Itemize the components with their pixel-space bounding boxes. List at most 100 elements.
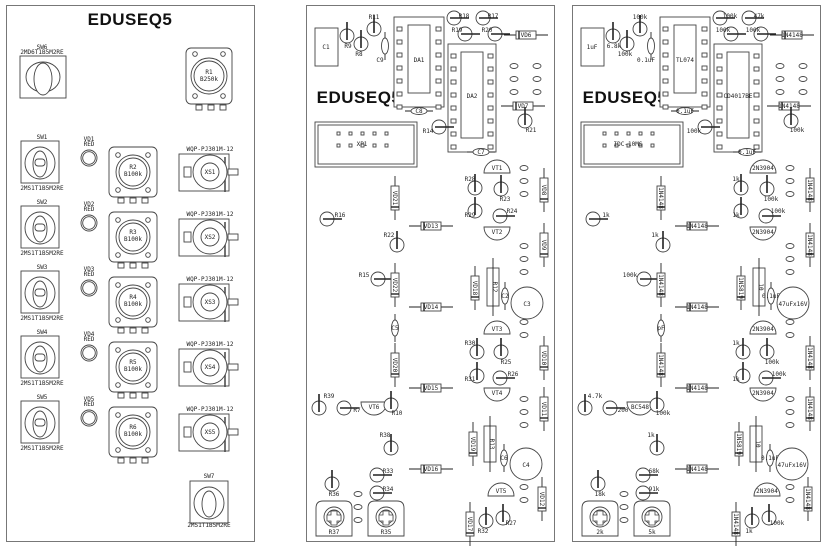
cap-label: C3 [523, 301, 531, 308]
resistor-R20: R20 [482, 26, 510, 42]
switch-ref: SW1 [37, 134, 48, 141]
pad [353, 491, 363, 497]
diode-VD10: 1N4148 [805, 336, 815, 380]
toggle-lever-icon [201, 490, 217, 518]
diode-body [803, 486, 813, 512]
resistor-R28: 1k [732, 174, 749, 196]
mount-hole [145, 382, 151, 388]
cap-label: 1uF [587, 44, 598, 51]
ic-pin [753, 105, 760, 111]
resistor-label: R39 [324, 393, 335, 400]
resistor-R30: 1k [732, 338, 751, 360]
ic-pin [753, 131, 760, 137]
cap-label: pF [657, 325, 665, 332]
resistor-R9: R9 [339, 22, 355, 50]
resistor-label: 100k [656, 410, 671, 417]
transistor-VT3: 2N3904 [749, 320, 777, 335]
cap-body [580, 27, 605, 67]
ic-pin [716, 118, 723, 124]
resistor-label: 47k [754, 13, 765, 20]
cap-body [647, 37, 655, 55]
led-color: RED [84, 141, 95, 148]
cap-label: 0.1uF [637, 57, 655, 64]
cap-label: C8 [415, 108, 423, 115]
diode-VD16: 1N4148 [675, 464, 719, 474]
cap-C3: C3 [510, 286, 544, 320]
cap-C2: C2 [501, 282, 509, 310]
mount-hole [145, 252, 151, 258]
switch-part: 2MS1T1B5M2RE [20, 315, 64, 322]
transistor-label: VT2 [492, 229, 503, 236]
transistor-label: VT6 [369, 404, 380, 411]
ic-pin [396, 39, 403, 45]
cap-body [676, 107, 694, 115]
header-pin [348, 143, 353, 148]
pot-ref: R5 [129, 359, 137, 366]
cap-label: 47uFx16V [778, 462, 807, 469]
cap-label: C6 [500, 455, 508, 462]
pad [519, 422, 529, 428]
pad [509, 63, 519, 69]
cap-body [314, 27, 339, 67]
ic-pin [450, 66, 457, 72]
jack-hole [200, 292, 220, 312]
cap-C3: 47uFx16V [776, 286, 810, 320]
transistor-label: 2N3904 [756, 488, 778, 495]
diode-VD22: 1N4148 [656, 263, 666, 307]
led-ref: VD5 [84, 396, 95, 403]
resistor-label: R21 [526, 127, 537, 134]
diode-VD13: 1N4148 [675, 221, 719, 231]
pot-pin [141, 392, 149, 399]
cap-C4: C4 [509, 447, 543, 481]
resistor-label: R25 [501, 359, 512, 366]
resistor-R38: 1k [647, 432, 665, 456]
cap-body [767, 287, 775, 305]
led-ref: VD2 [84, 201, 95, 208]
diode-label: 1N4148 [732, 513, 739, 535]
mount-hole [145, 282, 151, 288]
resistor-R33: 68k [635, 467, 660, 483]
resistor-label: 18k [595, 491, 606, 498]
pad [785, 243, 795, 249]
diode-body [390, 352, 400, 378]
ic-pin [396, 65, 403, 71]
pad [509, 89, 519, 95]
pot-knob-inner [118, 417, 148, 447]
ic-pin [450, 105, 457, 111]
ic-DA2: CD4017BE [713, 43, 763, 153]
ic-pin [435, 104, 442, 110]
diode-body [736, 275, 746, 301]
mount-hole [115, 317, 121, 323]
diode-label: VD22 [391, 278, 398, 293]
header-pin [602, 143, 607, 148]
cap-label: C1 [322, 44, 330, 51]
resistor-label: 200 [618, 407, 629, 414]
resistor-label: R24 [507, 208, 518, 215]
resistor-R34: R34 [369, 485, 394, 501]
resistor-R19: R19 [452, 26, 480, 42]
diode-VD19: VD19 [468, 422, 478, 466]
pot-pin [129, 262, 137, 269]
cap-body [775, 447, 809, 481]
resistor-label: R8 [355, 51, 363, 58]
transistor-body [483, 159, 511, 174]
header-label: XP1 [357, 141, 368, 148]
jack-pin [227, 168, 239, 176]
resistor-label: 68k [649, 468, 660, 475]
pot-ref: R1 [205, 69, 213, 76]
transistor-label: 2N3904 [752, 390, 774, 397]
jack-pin [227, 233, 239, 241]
row-2: SW22MS1T1B5M2REVD2REDR3B100kWQP-PJ301M-1… [20, 199, 239, 269]
led-inner [82, 151, 96, 165]
resistor-label: 100k [687, 128, 702, 135]
diode-VD9: VD9 [539, 223, 549, 267]
header-pin [638, 143, 643, 148]
pot-pin [117, 392, 125, 399]
pot-pin [141, 457, 149, 464]
pot-pin [117, 197, 125, 204]
pad [509, 76, 519, 82]
diode-body [512, 101, 534, 111]
